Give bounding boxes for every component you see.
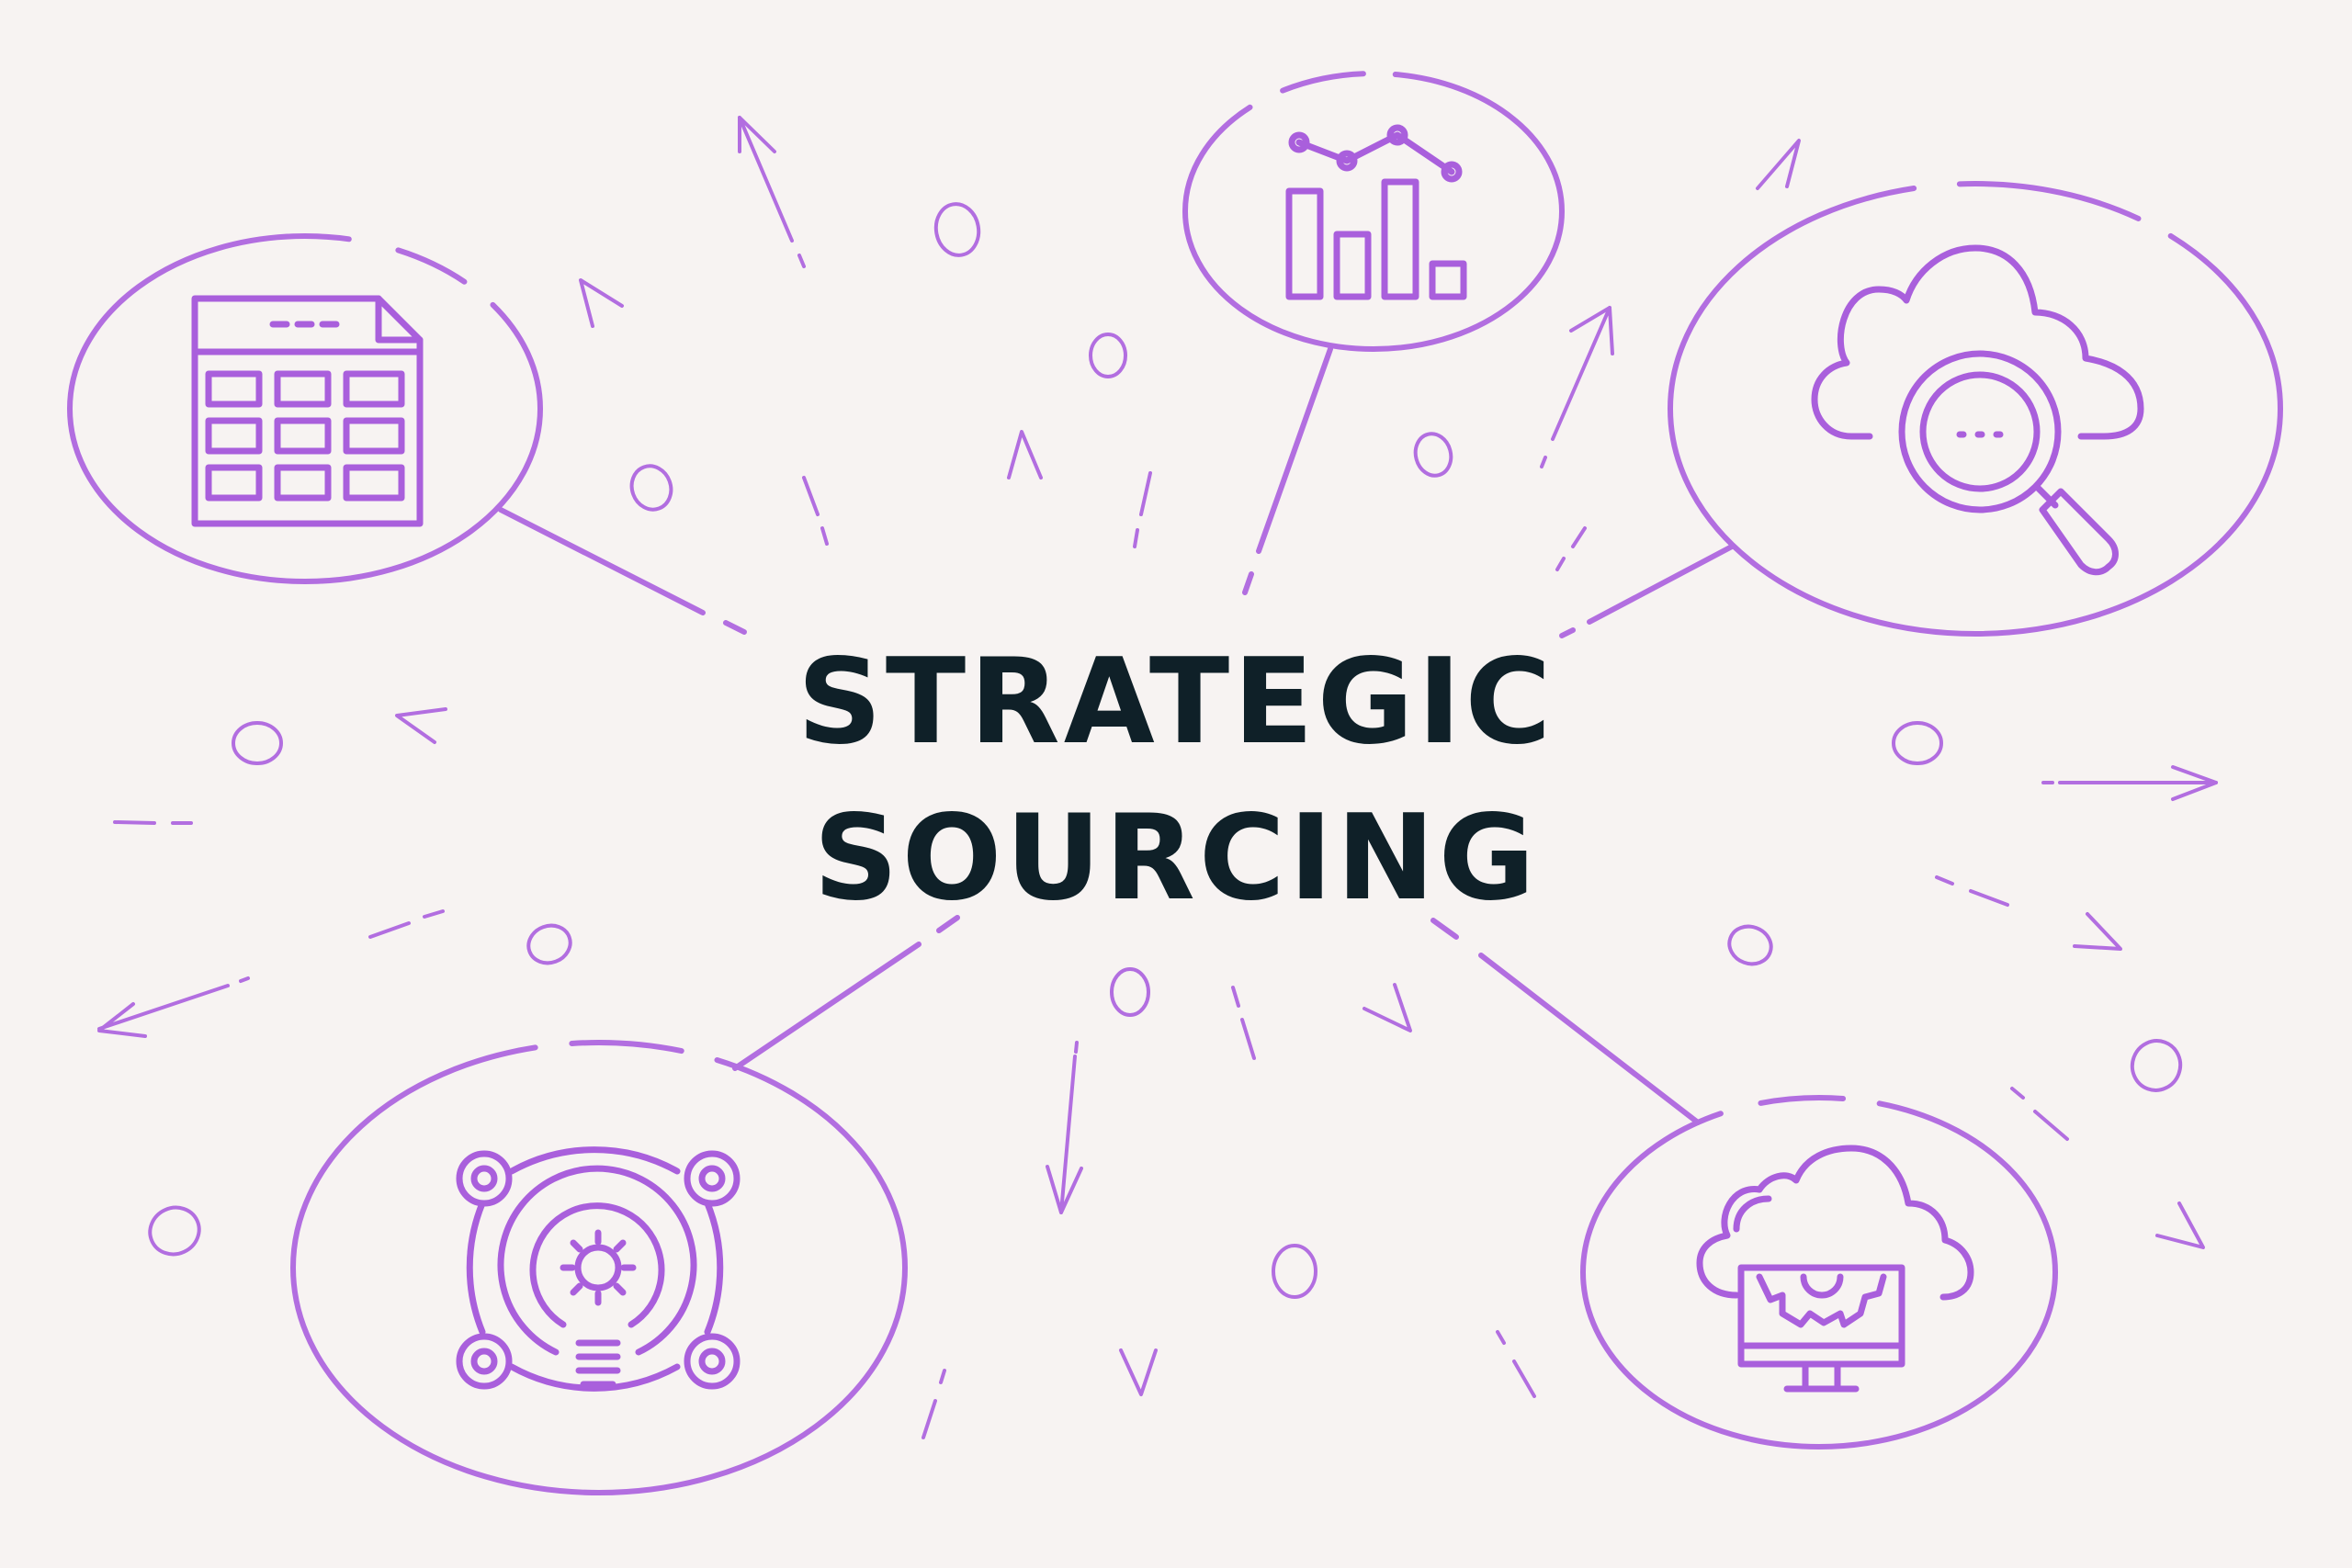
ellipse-cloud-monitor bbox=[1580, 1095, 2058, 1450]
ellipse-chart bbox=[1182, 71, 1565, 352]
connector-lines bbox=[498, 346, 1735, 1125]
connector-to-lightbulb bbox=[732, 915, 960, 1071]
connector-to-cloud-search bbox=[1559, 544, 1735, 638]
decorative-circles bbox=[148, 202, 2183, 1299]
cloud-search-icon bbox=[1811, 244, 2144, 576]
ellipse-cloud-search bbox=[1668, 181, 2283, 637]
decorative-arrows bbox=[97, 116, 2218, 1439]
title-line-1: STRATEGIC bbox=[797, 634, 1555, 771]
diagram-title: STRATEGIC SOURCING bbox=[717, 625, 1635, 937]
lightbulb-gear-icon bbox=[456, 1146, 741, 1392]
ellipse-spreadsheet bbox=[67, 233, 543, 584]
connector-to-spreadsheet bbox=[498, 507, 747, 635]
ellipse-lightbulb bbox=[290, 1040, 908, 1495]
title-line-2: SOURCING bbox=[813, 790, 1539, 927]
connector-to-cloud-monitor bbox=[1430, 918, 1701, 1125]
connector-to-chart bbox=[1242, 346, 1333, 595]
spreadsheet-icon bbox=[191, 295, 424, 527]
cloud-monitor-gear-icon bbox=[1696, 1145, 1974, 1393]
bar-line-chart-icon bbox=[1285, 124, 1467, 300]
